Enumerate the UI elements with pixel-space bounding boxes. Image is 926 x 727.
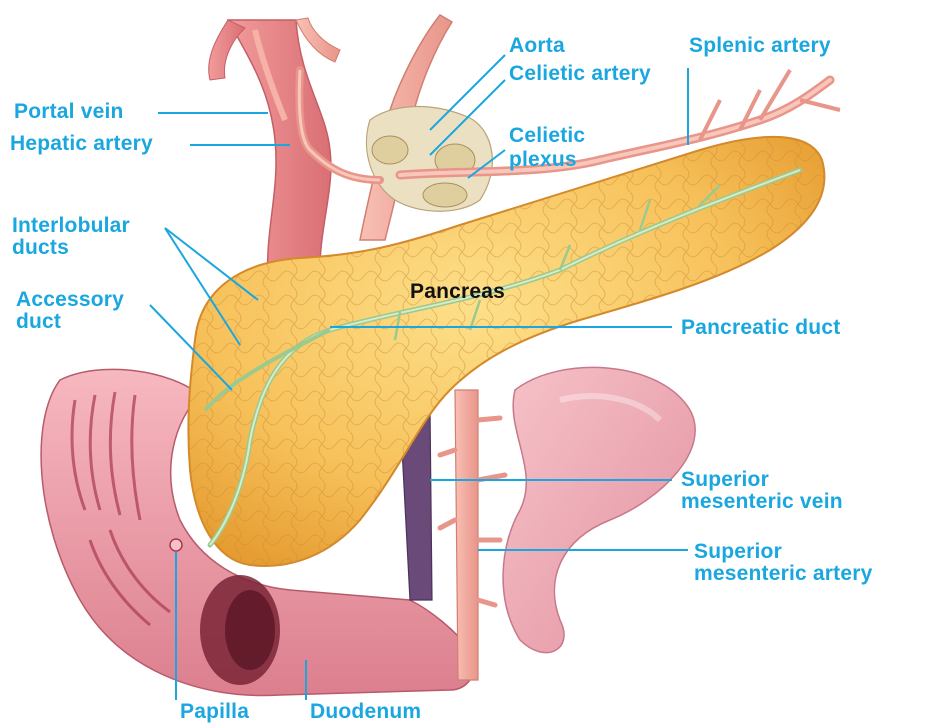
label-celiac-plexus-line2: plexus [509, 148, 577, 171]
jejunum-loop [503, 367, 695, 652]
label-celiac-plexus-line1: Celietic [509, 124, 585, 147]
label-portal-vein: Portal vein [14, 100, 124, 123]
label-hepatic-artery: Hepatic artery [10, 132, 153, 155]
label-aorta: Aorta [509, 34, 565, 57]
label-papilla: Papilla [180, 700, 249, 723]
label-smv-line2: mesenteric vein [681, 490, 843, 513]
label-splenic-artery: Splenic artery [689, 34, 831, 57]
label-pancreas: Pancreas [410, 280, 505, 303]
label-interlobular-line1: Interlobular [12, 214, 130, 237]
label-pancreatic-duct: Pancreatic duct [681, 316, 840, 339]
label-sma-line1: Superior [694, 540, 782, 563]
label-smv-line1: Superior [681, 468, 769, 491]
label-interlobular-line2: ducts [12, 236, 69, 259]
label-sma-line2: mesenteric artery [694, 562, 873, 585]
label-accessory-line1: Accessory [16, 288, 124, 311]
label-accessory-line2: duct [16, 310, 61, 333]
label-celiac-artery: Celietic artery [509, 62, 651, 85]
sm-artery [455, 390, 478, 680]
label-duodenum: Duodenum [310, 700, 421, 723]
